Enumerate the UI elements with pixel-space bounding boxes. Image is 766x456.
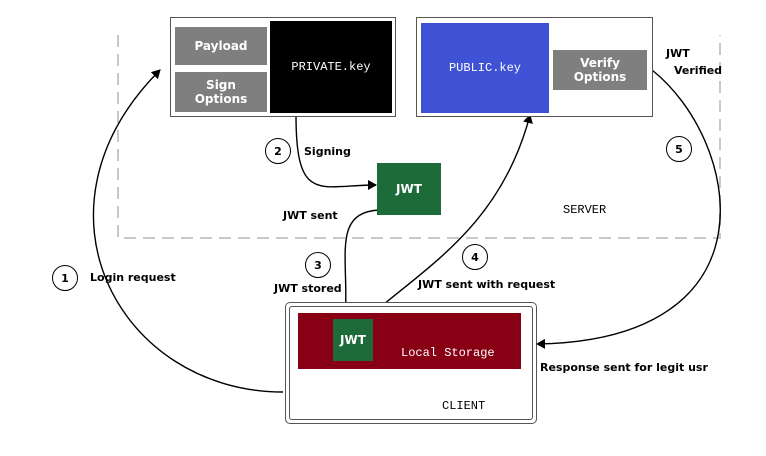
step-5-badge: 5 <box>666 136 692 162</box>
login-request-arrow <box>92 69 284 393</box>
local-storage-box: Local Storage <box>298 313 521 369</box>
local-storage-label: Local Storage <box>401 346 495 360</box>
sign-options-box: Sign Options <box>175 72 267 112</box>
response-sent-label: Response sent for legit usr <box>540 361 708 374</box>
client-jwt-token: JWT <box>333 319 373 361</box>
private-key-label: PRIVATE.key <box>291 60 371 74</box>
client-label: CLIENT <box>442 399 486 413</box>
sign-options-label: Sign Options <box>194 78 248 106</box>
step-2-badge: 2 <box>265 138 291 164</box>
jwt-sent-label: JWT sent <box>283 209 338 222</box>
step-1-badge: 1 <box>52 265 78 291</box>
step-1-number: 1 <box>61 271 69 285</box>
server-boundary <box>117 35 721 239</box>
jwt-verified-label-2: Verified <box>674 64 723 77</box>
verify-options-label: Verify Options <box>573 56 627 84</box>
login-request-label: Login request <box>90 271 176 284</box>
client-jwt-label: JWT <box>340 333 366 347</box>
payload-label: Payload <box>194 39 248 53</box>
private-key-box: PRIVATE.key <box>270 21 392 113</box>
jwt-sent-arrow <box>340 209 381 323</box>
step-3-badge: 3 <box>305 252 331 278</box>
signing-label: Signing <box>304 145 351 158</box>
jwt-stored-label: JWT stored <box>274 282 342 295</box>
response-arrow <box>536 69 721 349</box>
public-key-label: PUBLIC.key <box>448 61 521 75</box>
server-jwt-label: JWT <box>396 182 422 196</box>
payload-box: Payload <box>175 27 267 65</box>
step-4-number: 4 <box>471 250 479 264</box>
jwt-sent-with-request-arrow <box>361 114 533 324</box>
step-4-badge: 4 <box>462 244 488 270</box>
step-3-number: 3 <box>314 258 322 272</box>
jwt-verified-label-1: JWT <box>666 47 690 60</box>
step-2-number: 2 <box>274 144 282 158</box>
verify-options-box: Verify Options <box>553 50 647 90</box>
server-label: SERVER <box>563 203 607 217</box>
step-5-number: 5 <box>675 142 683 156</box>
signing-arrow <box>295 114 377 191</box>
jwt-sent-with-request-label: JWT sent with request <box>418 278 556 291</box>
server-jwt-token: JWT <box>377 163 441 215</box>
public-key-box: PUBLIC.key <box>421 23 549 113</box>
